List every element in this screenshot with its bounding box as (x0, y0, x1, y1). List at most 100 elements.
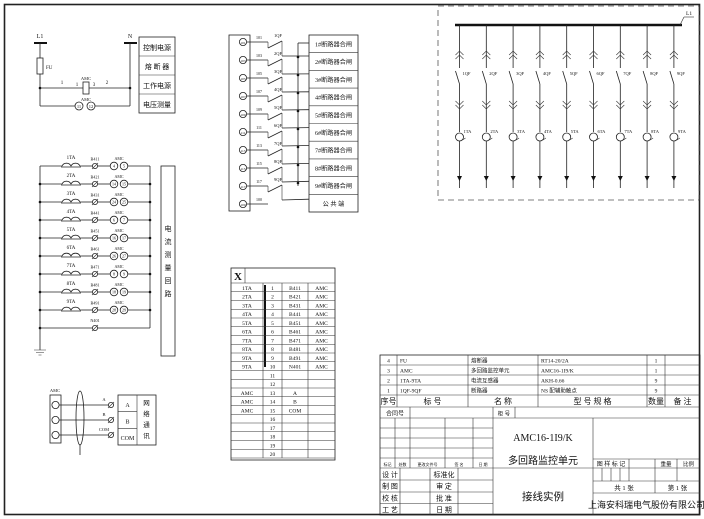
current-transformer-icon (535, 132, 545, 142)
amc-pin-icon (109, 287, 119, 297)
junction-dot (296, 145, 300, 149)
relay-wire-number: 113 (256, 143, 262, 148)
breaker-aux-contact-icon (267, 76, 283, 85)
breaker-switch-icon (642, 70, 648, 85)
amc-pin-icon (109, 197, 119, 207)
ct-label: 3TA (517, 129, 526, 134)
side-label-box (160, 165, 176, 357)
x-table-cell: 12 (270, 382, 276, 388)
amc-label: AMC (50, 388, 60, 393)
ct-wire-label: B421 (90, 175, 99, 180)
comm-terminal-icon (51, 400, 60, 409)
junction-dot (148, 308, 152, 312)
x-table-cell: B (293, 400, 297, 406)
breaker-close-output-label: 1#断路器合闸 (315, 41, 352, 49)
screw-terminal-slash (107, 401, 115, 409)
relay-terminal-icon (238, 145, 247, 154)
load-arrow-icon (617, 176, 623, 181)
amc-label: AMC (114, 156, 123, 161)
ct-coil-icon (60, 234, 82, 240)
amc-label: AMC (114, 246, 123, 251)
side-label-char: 电 (165, 224, 172, 233)
bom-header-cell: 型 号 规 格 (574, 396, 612, 406)
x-table-cell: 3 (271, 303, 274, 309)
current-transformer-icon (669, 132, 679, 142)
current-transformer-icon (589, 132, 598, 142)
bom-cell: AKH-0.66 (541, 379, 565, 385)
amc-pin-icon (119, 251, 129, 261)
x-table-cell: 7 (271, 338, 274, 344)
amc-power-input-icon (82, 81, 90, 95)
terminal-number: 12 (89, 104, 94, 109)
relay-wire-number: 101 (256, 35, 262, 40)
junction-dot (38, 254, 42, 258)
ct-wire-label: B461 (90, 247, 99, 252)
amc-pin-number: 7 (123, 218, 125, 223)
breaker-label: 7QF (623, 71, 631, 76)
bom-cell: 1QF-9QF (400, 389, 421, 395)
comm-terminal-icon (51, 415, 60, 424)
cabinet-number-label: 柜 号 (498, 410, 511, 418)
comm-terminal-icon (51, 430, 60, 439)
screw-terminal-icon (108, 431, 115, 438)
breaker-label: 9QF (677, 71, 685, 76)
bom-cell: 4 (387, 359, 390, 365)
screw-terminal-icon (92, 198, 99, 205)
amc-pin-icon (109, 233, 119, 243)
bom-cell: AMC16-1I9/K (541, 369, 574, 375)
comm-side-label-char: 通 (143, 420, 150, 429)
x-table-cell: 2 (271, 295, 274, 301)
amc-pin-icon (109, 215, 119, 225)
screw-terminal-icon (92, 324, 99, 331)
amc-label: AMC (114, 174, 123, 179)
breaker-switch-icon (669, 70, 675, 85)
bom-cell: AMC (400, 369, 413, 375)
x-table-cell: B451 (289, 321, 301, 327)
wire-line (489, 137, 493, 141)
breaker-close-output-label: 2#断路器合闸 (315, 58, 352, 66)
bom-cell: NS 配辅助触点 (541, 387, 577, 395)
ct-wire-label: B431 (90, 193, 99, 198)
revision-header: 标记 (384, 461, 392, 467)
junction-dot (296, 127, 300, 131)
sign-role-label: 工 艺 (382, 506, 398, 514)
breaker-label: 8QF (650, 71, 658, 76)
plug-in-contact-up-icon (535, 50, 545, 60)
ct-label: 8TA (651, 129, 660, 134)
plug-in-contact-up-icon (589, 50, 598, 60)
screw-terminal-slash (91, 306, 99, 314)
x-table-cell: 20 (270, 452, 276, 458)
comm-wire-label: COM (99, 427, 109, 432)
amc-pin-number: 25 (122, 200, 126, 205)
sheet-number: 第 1 张 (668, 483, 688, 492)
screw-terminal-slash (91, 162, 99, 170)
bom-header-cell: 序号 (381, 396, 397, 406)
bom-cell: RT14-20/2A (541, 359, 569, 365)
junction-dot (38, 236, 42, 240)
x-table-cell: 19 (270, 443, 276, 449)
amc-pin-icon (119, 215, 129, 225)
amc-pin-icon (119, 197, 129, 207)
x-table-cell: 4TA (242, 312, 252, 318)
ground-icon (34, 349, 46, 356)
relay-terminal-number: 113 (240, 149, 245, 153)
ct-label: 4TA (544, 129, 553, 134)
x-table-cell: AMC (315, 303, 328, 309)
revision-header: 日 期 (479, 461, 488, 467)
load-arrow-icon (537, 176, 543, 181)
wire-line (649, 137, 654, 141)
ct-label: 1TA (67, 156, 76, 161)
x-table-cell: N401 (289, 365, 301, 371)
comm-side-label-char: 网 (143, 399, 150, 407)
x-table-cell: AMC (241, 400, 254, 406)
x-table-cell: B471 (289, 338, 301, 344)
fuse-label: FU (46, 66, 53, 71)
